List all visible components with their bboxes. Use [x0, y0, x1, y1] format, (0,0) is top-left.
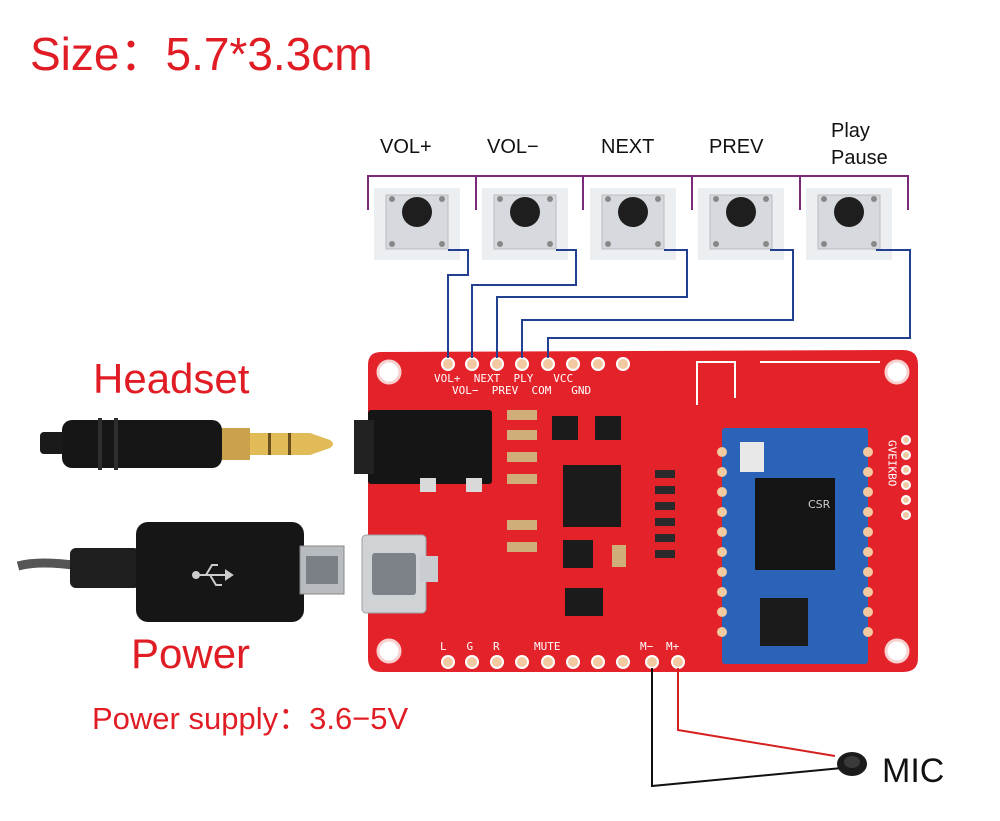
- silk-bottom-left: L G R: [440, 640, 500, 653]
- tactile-buttons: [374, 188, 892, 260]
- silk-m-plus: M+: [666, 640, 680, 653]
- prev-button-icon: [698, 188, 784, 260]
- prev-label: PREV: [709, 136, 764, 158]
- silk-mute: MUTE: [534, 640, 561, 653]
- pause-label: Pause: [831, 147, 888, 169]
- bluetooth-module: CSR: [717, 428, 873, 664]
- headset-label: Headset: [93, 355, 250, 402]
- vol-plus-label: VOL+: [380, 136, 432, 158]
- vol-minus-button-icon: [482, 188, 568, 260]
- module-brand: CSR: [808, 498, 831, 511]
- button-signal-wires: [447, 249, 911, 358]
- mic-wires: [651, 668, 843, 788]
- usb-plug-icon: [16, 522, 345, 622]
- micro-usb-port-icon: [361, 534, 438, 614]
- mic-label: MIC: [882, 752, 945, 790]
- usb-symbol-icon: [192, 564, 234, 586]
- next-button-icon: [590, 188, 676, 260]
- button-frame-wires: [367, 175, 909, 210]
- silk-top-row-1: VOL+ NEXT PLY VCC: [434, 372, 573, 385]
- audio-jack-icon: [354, 410, 492, 492]
- play-pause-button-icon: [806, 188, 892, 260]
- vol-minus-label: VOL−: [487, 136, 539, 158]
- silk-m-minus: M−: [640, 640, 654, 653]
- play-label: Play: [831, 120, 870, 142]
- power-label: Power: [131, 630, 251, 677]
- silk-side-letters: GVEIKBO: [886, 440, 899, 486]
- silk-top-row-2: VOL− PREV COM GND: [452, 384, 591, 397]
- vol-plus-button-icon: [374, 188, 460, 260]
- power-supply-label: Power supply：3.6−5V: [92, 701, 409, 736]
- microphone-icon: [837, 752, 867, 776]
- next-label: NEXT: [601, 136, 655, 158]
- size-title: Size：5.7*3.3cm: [30, 28, 373, 80]
- smd-components: [507, 410, 675, 616]
- headset-plug-icon: [40, 418, 333, 470]
